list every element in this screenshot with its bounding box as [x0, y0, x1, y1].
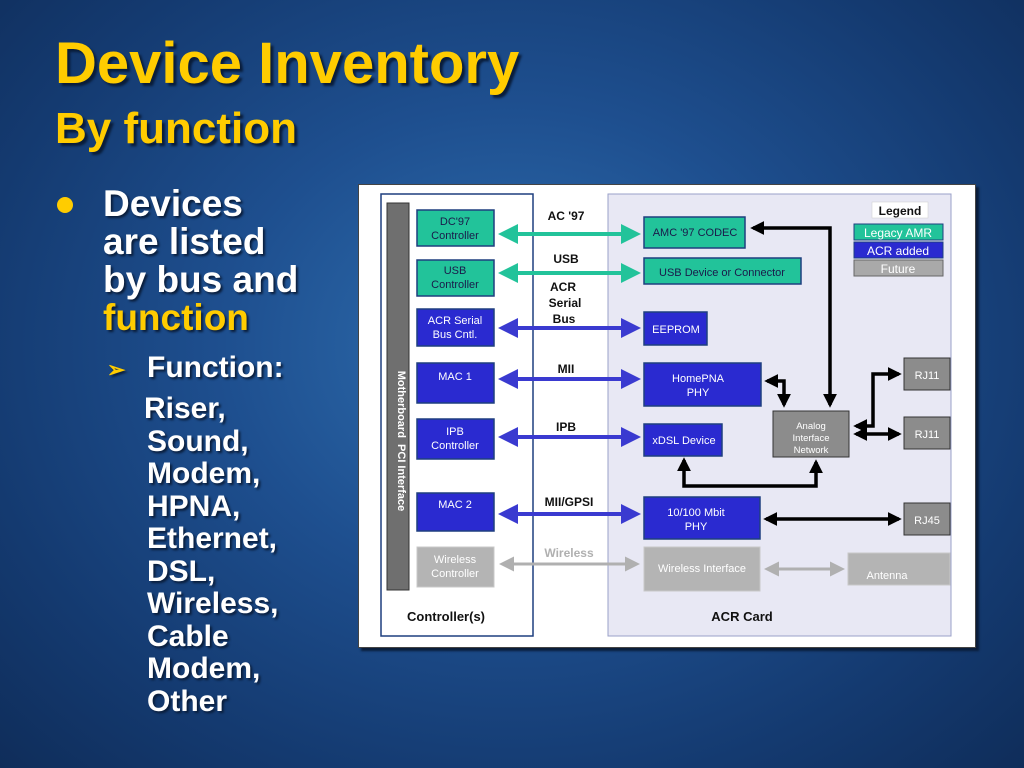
legend-label-future: Future — [881, 262, 916, 276]
svg-text:RJ45: RJ45 — [914, 515, 940, 527]
svg-text:MAC 2: MAC 2 — [438, 499, 472, 511]
svg-text:Controller: Controller — [431, 230, 479, 242]
svg-text:ACR Serial: ACR Serial — [428, 315, 482, 327]
function-item: Sound, — [147, 424, 249, 458]
legend-swatch-legacy — [853, 223, 944, 241]
bus-label-acr-serial: Serial — [549, 296, 582, 310]
controller-box-wireless: Wireless Controller — [416, 546, 495, 588]
arrow-bullet-icon: ➢ — [107, 357, 126, 382]
bus-label-wireless: Wireless — [544, 546, 594, 560]
function-item: Cable — [147, 619, 229, 653]
connector-rj11-bottom: RJ11 — [903, 416, 951, 450]
function-item: Other — [147, 684, 228, 718]
svg-text:PHY: PHY — [687, 387, 710, 399]
bullet-main-highlight: function — [103, 297, 249, 338]
function-item: Wireless, — [147, 587, 279, 620]
device-box-10-100-phy: 10/100 Mbit PHY — [643, 496, 761, 540]
function-item: DSL, — [147, 554, 216, 588]
svg-text:Bus Cntl.: Bus Cntl. — [433, 329, 478, 341]
connector-rj45: RJ45 — [903, 502, 951, 536]
svg-text:Controller: Controller — [431, 279, 479, 291]
controller-box-mac1: MAC 1 — [416, 362, 495, 404]
svg-text:Interface: Interface — [793, 433, 830, 444]
svg-text:Analog: Analog — [796, 421, 826, 432]
legend-label-legacy: Legacy AMR — [864, 226, 932, 240]
bus-label-acr-serial: Bus — [553, 312, 576, 326]
arrow-homepna-to-analog — [764, 374, 791, 408]
svg-text:Antenna: Antenna — [867, 570, 909, 582]
slide-subtitle: By function — [55, 104, 297, 153]
bus-label-usb: USB — [553, 252, 579, 266]
svg-text:Wireless Interface: Wireless Interface — [658, 563, 746, 575]
controller-box-usb: USB Controller — [416, 259, 495, 297]
bullet-dot-icon — [57, 197, 73, 213]
svg-text:DC'97: DC'97 — [440, 216, 470, 228]
bus-label-mii: MII — [558, 362, 575, 376]
bus-label-acr-serial: ACR — [550, 280, 576, 294]
legend-swatch-acr — [853, 241, 944, 259]
svg-text:10/100 Mbit: 10/100 Mbit — [667, 507, 724, 519]
device-box-usb-device: USB Device or Connector — [643, 257, 802, 285]
device-box-xdsl: xDSL Device — [643, 423, 723, 457]
bullet-main-line: are listed — [103, 221, 266, 262]
bullet-main-line: by bus and — [103, 259, 299, 300]
function-item: Modem, — [147, 652, 261, 685]
svg-text:USB Device or Connector: USB Device or Connector — [659, 267, 785, 279]
device-box-wireless-interface: Wireless Interface — [643, 546, 761, 592]
analog-interface-network: Analog Interface Network — [772, 410, 850, 458]
slide-title: Device Inventory — [55, 31, 520, 96]
controller-box-dc97: DC'97 Controller — [416, 209, 495, 247]
controller-box-ipb: IPB Controller — [416, 418, 495, 460]
device-box-eeprom: EEPROM — [643, 311, 708, 346]
legend-swatch-future — [853, 259, 944, 277]
svg-text:IPB: IPB — [446, 426, 464, 438]
bullet-sub: ➢ Function: — [55, 351, 345, 385]
bullet-list: Devices are listed by bus and function ➢… — [55, 185, 345, 718]
function-list: Riser, Sound, Modem, HPNA, Ethernet, DSL… — [55, 392, 345, 718]
controller-box-mac2: MAC 2 — [416, 492, 495, 532]
bullet-sub-label: Function: — [147, 351, 284, 384]
svg-text:RJ11: RJ11 — [915, 429, 940, 441]
bullet-main: Devices are listed by bus and function — [55, 185, 345, 337]
function-item: Ethernet, — [147, 522, 278, 555]
svg-text:Wireless: Wireless — [434, 554, 477, 566]
legend-label-acr: ACR added — [867, 244, 929, 258]
antenna-box: Antenna — [847, 552, 951, 586]
function-item: HPNA, — [147, 489, 241, 523]
acr-card-label: ACR Card — [711, 609, 772, 624]
function-item: Modem, — [147, 457, 261, 490]
arrow-analog-to-rj11-top — [853, 367, 902, 433]
svg-text:USB: USB — [444, 265, 467, 277]
controllers-label: Controller(s) — [407, 609, 485, 624]
device-box-homepna-phy: HomePNA PHY — [643, 362, 762, 407]
controller-box-acr-serial: ACR Serial Bus Cntl. — [416, 308, 495, 347]
svg-text:HomePNA: HomePNA — [672, 373, 725, 385]
device-box-amc97-codec: AMC '97 CODEC — [643, 216, 746, 249]
svg-text:PHY: PHY — [685, 521, 708, 533]
bus-label-ipb: IPB — [556, 420, 576, 434]
svg-text:EEPROM: EEPROM — [652, 324, 700, 336]
svg-text:Controller: Controller — [431, 440, 479, 452]
motherboard-bar — [386, 202, 410, 591]
bus-label-mii-gpsi: MII/GPSI — [545, 495, 594, 509]
connector-rj11-top: RJ11 — [903, 357, 951, 391]
motherboard-label: Motherboard PCI Interface — [395, 371, 407, 512]
svg-text:Network: Network — [794, 445, 829, 456]
legend-title: Legend — [879, 204, 922, 218]
legend: Legend Legacy AMR ACR added Future — [853, 201, 944, 277]
bus-label-ac97: AC '97 — [548, 209, 585, 223]
arrow-codec-to-analog — [750, 221, 837, 408]
svg-text:Controller: Controller — [431, 568, 479, 580]
svg-text:xDSL Device: xDSL Device — [652, 435, 715, 447]
svg-text:AMC '97 CODEC: AMC '97 CODEC — [653, 227, 738, 239]
function-item: Riser, — [144, 392, 226, 425]
architecture-diagram: Motherboard PCI Interface DC'97 Controll… — [358, 184, 976, 648]
diagram-svg: Motherboard PCI Interface DC'97 Controll… — [380, 193, 952, 637]
arrow-xdsl-to-analog — [677, 457, 823, 488]
svg-text:MAC 1: MAC 1 — [438, 371, 472, 383]
bullet-main-line: Devices — [103, 183, 243, 224]
svg-text:RJ11: RJ11 — [915, 370, 940, 382]
